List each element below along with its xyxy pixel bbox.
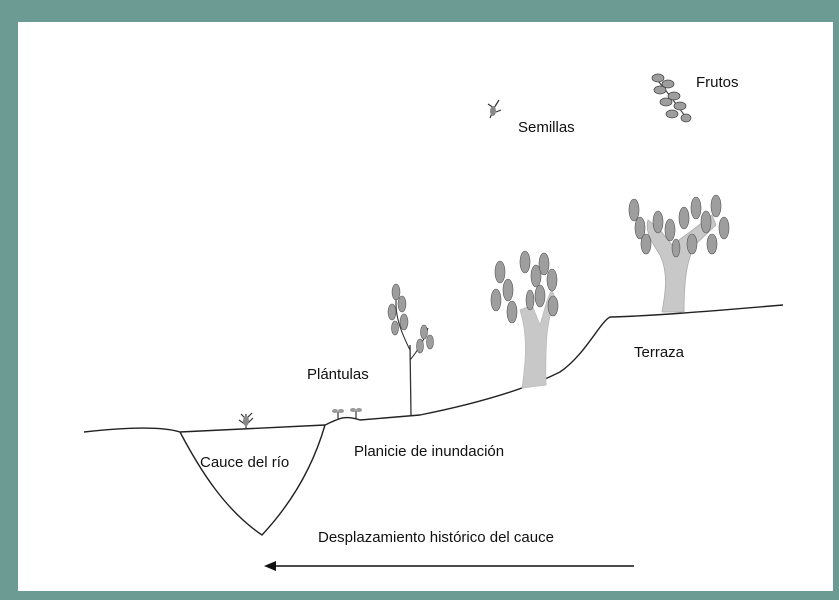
label-desplazamiento: Desplazamiento histórico del cauce xyxy=(318,529,554,546)
ground-profile-line xyxy=(83,304,784,433)
floating-seed-icon xyxy=(487,99,502,119)
seed-icon xyxy=(238,412,254,428)
label-frutos: Frutos xyxy=(696,74,739,91)
diagram-panel xyxy=(18,22,833,591)
arrow-left-icon xyxy=(264,561,634,571)
young-tree-icon xyxy=(490,250,559,389)
label-planicie: Planicie de inundación xyxy=(354,443,504,460)
fruit-cluster-icon xyxy=(651,73,692,123)
label-plantulas: Plántulas xyxy=(307,366,369,383)
mature-tree-icon xyxy=(628,194,730,313)
sapling-icon xyxy=(387,283,434,416)
river-channel-outline xyxy=(179,424,326,536)
seedling-icon xyxy=(332,409,344,420)
label-terraza: Terraza xyxy=(634,344,685,361)
seedling-icon xyxy=(350,408,362,419)
label-semillas: Semillas xyxy=(518,119,575,136)
label-cauce: Cauce del río xyxy=(200,454,289,471)
